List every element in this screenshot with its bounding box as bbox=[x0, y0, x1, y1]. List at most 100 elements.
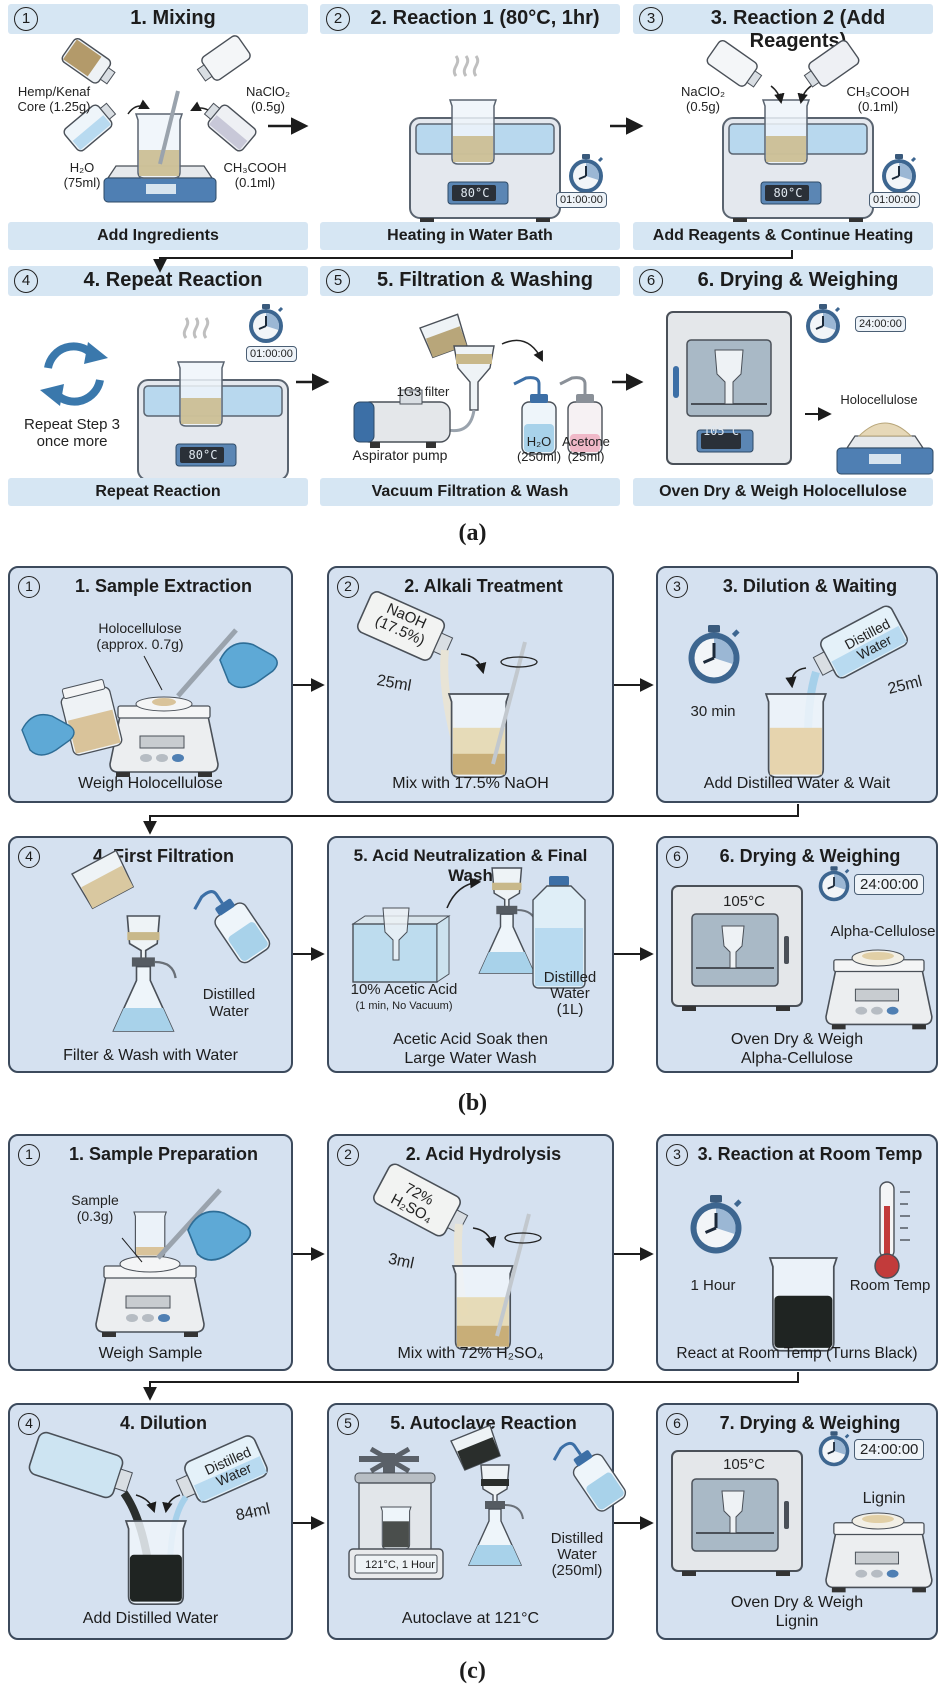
stirring-rod-icon bbox=[491, 641, 527, 765]
step-number-badge: 4 bbox=[18, 846, 40, 868]
step-number-badge: 1 bbox=[18, 1144, 40, 1166]
water-label: Distilled Water (1L) bbox=[543, 969, 597, 1018]
step-title: 6. Drying & Weighing bbox=[697, 269, 899, 291]
funnel-icon bbox=[453, 345, 495, 411]
step-caption: React at Room Temp (Turns Black) bbox=[676, 1345, 918, 1362]
h2o-label: H₂O (75ml) bbox=[63, 160, 101, 190]
pouring-beaker-icon bbox=[450, 1424, 501, 1471]
stirring-rod-icon bbox=[158, 90, 180, 165]
step-caption: Add Ingredients bbox=[8, 222, 308, 250]
filter-label: 1G3 filter bbox=[396, 384, 450, 399]
acetone-label: Acetone (25ml) bbox=[562, 434, 610, 464]
arrow-icon bbox=[797, 85, 812, 105]
step-caption: Autoclave at 121°C bbox=[401, 1610, 540, 1627]
naclo2-bottle-icon bbox=[196, 35, 251, 82]
alkali-illustration bbox=[356, 591, 538, 779]
panel-b-step-5: 5. Acid Neutralization & Final Wash 10% … bbox=[327, 836, 614, 1073]
timer-readout: 24:00:00 bbox=[855, 316, 906, 332]
step-title: 7. Drying & Weighing bbox=[719, 1413, 901, 1433]
filter-flask-icon bbox=[467, 1464, 524, 1566]
product-label: Holocellulose bbox=[840, 392, 918, 407]
pouring-beaker-icon bbox=[71, 849, 135, 910]
time-label: 1 Hour bbox=[690, 1277, 736, 1294]
thermometer-icon bbox=[874, 1181, 910, 1279]
oven-temp-label: 105°C bbox=[723, 1456, 765, 1473]
figure-label-c: (c) bbox=[459, 1658, 486, 1684]
panel-b-step-6: 6 6. Drying & Weighing 105°C 24:00:00 Al… bbox=[656, 836, 938, 1073]
arrow-icon bbox=[460, 653, 487, 675]
step-number-badge: 1 bbox=[18, 576, 40, 598]
arrow-icon bbox=[770, 85, 785, 105]
panel-c-flow-arrows bbox=[143, 1247, 799, 1530]
step-caption: Mix with 72% H₂SO₄ bbox=[397, 1345, 544, 1362]
water-label: Distilled Water bbox=[202, 986, 256, 1020]
add-reagents-illustration bbox=[706, 40, 918, 224]
temperature-display: 80°C bbox=[188, 448, 218, 462]
step-number-badge: 6 bbox=[639, 269, 663, 293]
step-title: 5. Autoclave Reaction bbox=[390, 1413, 577, 1433]
timer-readout: 01:00:00 bbox=[869, 192, 920, 208]
step-title: 5. Filtration & Washing bbox=[377, 269, 593, 291]
step-header: 6 6. Drying & Weighing bbox=[633, 266, 933, 296]
rotation-icon bbox=[504, 1232, 542, 1244]
step-number-badge: 5 bbox=[326, 269, 350, 293]
arrow-icon bbox=[127, 99, 150, 115]
timer-readout: 01:00:00 bbox=[556, 192, 607, 208]
flow-arrow bbox=[143, 1372, 799, 1401]
naoh-bottle-icon bbox=[356, 591, 454, 661]
mixing-illustration bbox=[61, 35, 257, 203]
panel-a-step-6: 6 6. Drying & Weighing 105°C 2 bbox=[633, 266, 934, 506]
step-title: 6. Drying & Weighing bbox=[719, 846, 901, 866]
arrow-icon bbox=[190, 101, 209, 111]
h2o-label: H₂O (250ml) bbox=[516, 434, 562, 464]
panel-c-step-5: 5 5. Autoclave Reaction bbox=[327, 1403, 630, 1640]
weighing-illustration bbox=[21, 628, 278, 778]
arrow-icon bbox=[472, 1227, 497, 1249]
step-number-badge: 3 bbox=[639, 7, 663, 31]
step-number-badge: 4 bbox=[18, 1413, 40, 1435]
panel-b-step-4: 4 4. First Filtration Distilled Water Fi… bbox=[8, 836, 293, 1073]
temperature-display: 80°C bbox=[460, 186, 490, 200]
rotation-icon bbox=[500, 656, 538, 668]
acid-note: (1 min, No Vacuum) bbox=[355, 1000, 453, 1012]
step-number-badge: 1 bbox=[14, 7, 38, 31]
panel-c-step-2: 2 2. Acid Hydrolysis 72% H₂SO₄ 3ml Mix w… bbox=[327, 1134, 614, 1371]
autoclave-illustration bbox=[348, 1424, 630, 1580]
dilution-illustration bbox=[28, 1431, 268, 1606]
step-title: 4. First Filtration bbox=[92, 846, 234, 866]
step-title: 2. Reaction 1 (80°C, 1hr) bbox=[370, 7, 600, 29]
step-caption: Acetic Acid Soak then Large Water Wash bbox=[393, 1031, 548, 1067]
beaker-black-icon bbox=[124, 1520, 187, 1606]
step-caption: Weigh Sample bbox=[98, 1345, 203, 1362]
panel-a-step-2: 2 2. Reaction 1 (80°C, 1hr) 80°C 01:00:0… bbox=[320, 4, 620, 250]
room-temp-reaction-illustration bbox=[658, 1181, 910, 1352]
acetone-wash-bottle-icon bbox=[559, 376, 603, 455]
pump-label: Aspirator pump bbox=[352, 447, 448, 463]
step-caption: Filter & Wash with Water bbox=[63, 1047, 238, 1064]
arrow-icon bbox=[785, 667, 807, 689]
water-bottle-icon bbox=[63, 102, 117, 152]
panel-c-step-4: 4 4. Dilution Distilled Water 84ml Add D… bbox=[8, 1403, 293, 1640]
step-number-badge: 3 bbox=[666, 1144, 688, 1166]
step-number-badge: 6 bbox=[666, 1413, 688, 1435]
acetic-bottle-icon bbox=[203, 102, 257, 152]
step-title: 4. Dilution bbox=[120, 1413, 207, 1433]
acid-hydrolysis-illustration bbox=[373, 1163, 542, 1351]
timer-readout: 01:00:00 bbox=[246, 346, 297, 362]
acetic-bottle-icon bbox=[803, 40, 860, 88]
flow-arrow bbox=[143, 804, 799, 835]
arrow-icon bbox=[162, 1494, 181, 1514]
panel-a-step-5: 5 5. Filtration & Washing bbox=[320, 266, 620, 506]
beaker-black-icon bbox=[768, 1257, 838, 1352]
oven-icon bbox=[666, 311, 792, 465]
panel-b-flow-arrows bbox=[143, 678, 799, 961]
step-number-badge: 6 bbox=[666, 846, 688, 868]
scale-icon bbox=[836, 422, 934, 475]
beaker-icon bbox=[764, 693, 827, 779]
sample-prep-illustration bbox=[95, 1188, 252, 1338]
figure-label-b: (b) bbox=[457, 1090, 488, 1116]
temp-label: Room Temp bbox=[849, 1277, 931, 1294]
naclo2-label: NaClO₂ (0.5g) bbox=[245, 84, 291, 114]
acid-neutralization-illustration bbox=[351, 866, 586, 989]
hemp-label: Hemp/Kenaf Core (1.25g) bbox=[17, 84, 91, 114]
